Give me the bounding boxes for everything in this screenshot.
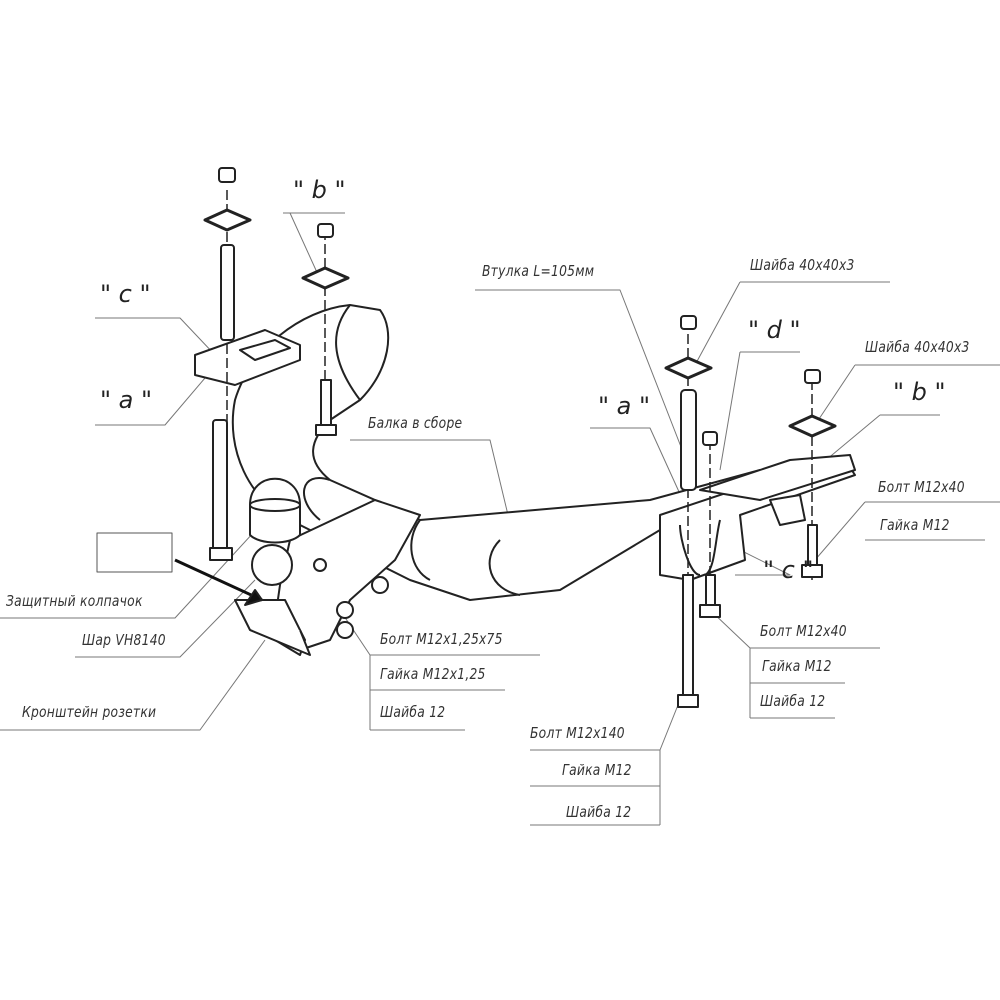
label-bolt-m12x40-mid: Болт М12х40: [760, 622, 847, 640]
label-washer-40-1: Шайба 40х40х3: [750, 256, 855, 274]
label-bolt-m12x40-top: Болт М12х40: [878, 478, 965, 496]
label-washer-12-a: Шайба 12: [380, 703, 446, 721]
tow-ball: [249, 477, 301, 586]
marker-d: " d ": [748, 316, 801, 344]
marker-c-left: " c ": [100, 280, 151, 308]
blank-label-box: [96, 532, 173, 573]
label-ball: Шар VH8140: [82, 631, 166, 649]
label-beam: Балка в сборе: [368, 414, 463, 432]
leader-lines: [0, 212, 1000, 826]
label-bolt-m12x140: Болт М12х140: [530, 724, 625, 742]
label-washer-40-2: Шайба 40х40х3: [865, 338, 970, 356]
beam: [194, 304, 856, 656]
marker-a-left: " a ": [100, 386, 153, 414]
label-washer-12-c: Шайба 12: [566, 803, 632, 821]
label-cap: Защитный колпачок: [6, 592, 143, 610]
label-nut-m12-mid: Гайка М12: [762, 657, 832, 675]
label-nut-m12-bottom: Гайка М12: [562, 761, 632, 779]
label-bolt-m12x125x75: Болт М12х1,25х75: [380, 630, 503, 648]
label-nut-m12x125: Гайка М12х1,25: [380, 665, 486, 683]
label-washer-12-b: Шайба 12: [760, 692, 826, 710]
fasteners: [203, 167, 837, 710]
label-socket-bracket: Кронштейн розетки: [22, 703, 157, 721]
arrow-line: [174, 558, 263, 602]
label-nut-m12-top: Гайка М12: [880, 516, 950, 534]
label-bushing: Втулка L=105мм: [482, 262, 595, 280]
marker-b-top: " b ": [293, 176, 346, 204]
marker-b-right: " b ": [893, 378, 946, 406]
arrow-head: [244, 589, 263, 606]
marker-c-right: " c ": [763, 556, 814, 584]
marker-a-right: " a ": [598, 392, 651, 420]
